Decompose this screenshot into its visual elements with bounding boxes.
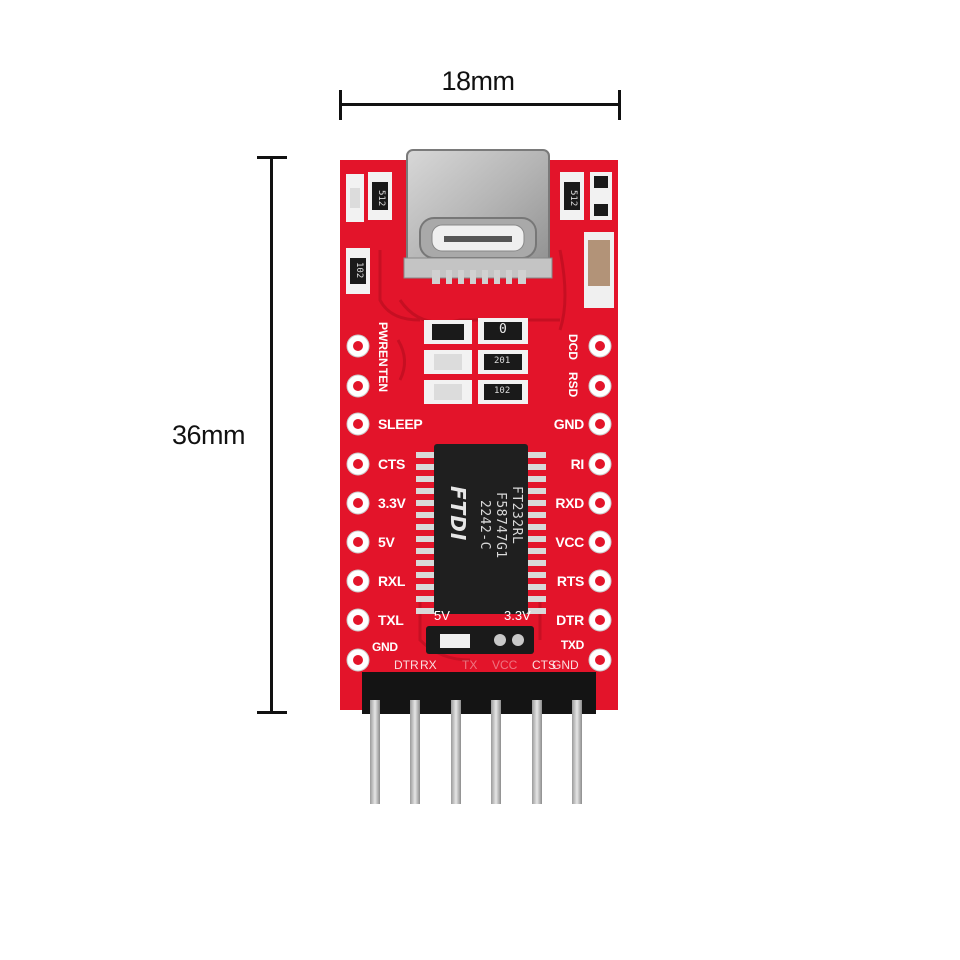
chip-marking-line2: F58747G1 bbox=[493, 492, 508, 559]
smd-code-r4: 201 bbox=[494, 356, 511, 366]
width-dimension-line bbox=[340, 103, 620, 106]
header-pins bbox=[370, 700, 582, 804]
chip-logo: FTDI bbox=[446, 486, 470, 542]
pin-label-vcc: VCC bbox=[555, 534, 584, 550]
pin-label-cts: CTS bbox=[378, 456, 406, 472]
height-dimension-tick-bottom bbox=[257, 711, 287, 714]
pin-label-txd: TXD bbox=[560, 638, 584, 652]
pin-label-gnd-right: GND bbox=[553, 416, 585, 432]
pin-label-dcd: DCD bbox=[566, 334, 580, 360]
width-dimension-tick-left bbox=[339, 90, 342, 120]
chip-right-leads bbox=[522, 452, 546, 614]
pin-label-rxl: RXL bbox=[378, 573, 406, 589]
pin-label-rts: RTS bbox=[556, 573, 584, 589]
pin-label-rxd: RXD bbox=[555, 495, 584, 511]
smd-code-r2: 512 bbox=[568, 190, 578, 207]
pin-label-3v3: 3.3V bbox=[378, 495, 406, 511]
pin-label-ri: RI bbox=[570, 456, 585, 472]
top-left-smd-components bbox=[346, 172, 392, 294]
header-label-cts: CTS bbox=[532, 658, 556, 672]
smd-code-r3: 102 bbox=[354, 262, 364, 279]
usb-pads bbox=[432, 270, 526, 284]
middle-smd-components bbox=[424, 318, 528, 404]
jumper-label-5v: 5V bbox=[434, 608, 450, 623]
header-label-dtr: DTR bbox=[394, 658, 419, 672]
pin-label-dtr: DTR bbox=[556, 612, 584, 628]
voltage-jumper bbox=[426, 626, 534, 654]
pin-label-pwren: PWREN bbox=[376, 322, 390, 367]
width-dimension-tick-right bbox=[618, 90, 621, 120]
pin-header-housing bbox=[362, 672, 596, 714]
smd-code-r5: 102 bbox=[494, 386, 511, 396]
pin-label-5v: 5V bbox=[378, 534, 395, 550]
width-dimension-label: 18mm bbox=[441, 66, 515, 96]
pin-label-sleep: SLEEP bbox=[378, 416, 423, 432]
pin-label-txl: TXL bbox=[378, 612, 404, 628]
chip-marking-line1: 2242-C bbox=[477, 500, 492, 550]
usb-c-connector bbox=[403, 149, 553, 279]
pin-label-gnd-left: GND bbox=[372, 640, 398, 654]
header-label-gnd: GND bbox=[552, 658, 579, 672]
header-label-rx: RX bbox=[420, 658, 437, 672]
jumper-label-3v3: 3.3V bbox=[504, 608, 531, 623]
smd-code-r1: 512 bbox=[376, 190, 386, 207]
header-label-vcc: VCC bbox=[492, 658, 518, 672]
ft232rl-chip-body bbox=[434, 444, 528, 614]
top-right-smd-components bbox=[560, 172, 614, 308]
pin-label-rsd: RSD bbox=[566, 372, 580, 398]
height-dimension-tick-top bbox=[257, 156, 287, 159]
height-dimension-line bbox=[270, 157, 273, 714]
height-dimension-label: 36mm bbox=[172, 420, 246, 450]
smd-code-r6: 0 bbox=[499, 322, 507, 337]
pin-label-ten: TEN bbox=[376, 368, 390, 392]
header-label-tx: TX bbox=[462, 658, 478, 672]
chip-left-leads bbox=[416, 452, 440, 614]
chip-marking-line3: FT232RL bbox=[509, 486, 524, 545]
